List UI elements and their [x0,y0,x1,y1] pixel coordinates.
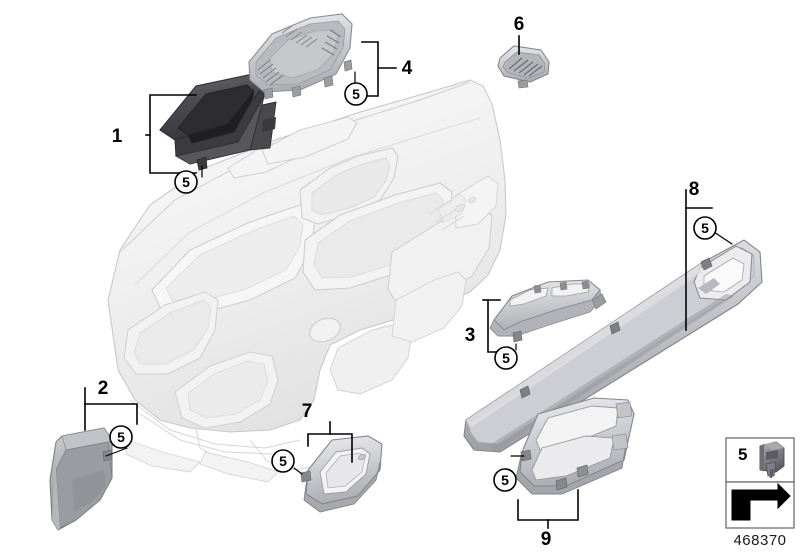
part-3-cluster-surround-trim [489,279,607,343]
clip-bubble-part3 [494,346,518,370]
legend-box: 5 468370 [725,437,795,549]
clip-bubble-part8 [693,216,717,240]
callout-9-group: 5 9 [493,455,579,550]
clip-bubble-label-2: 5 [117,429,125,445]
callout-label-3: 3 [465,325,476,346]
part-6-side-air-vent [497,45,550,89]
part-8-decorative-trim-strip [463,239,763,453]
clip-bubble-part7 [271,449,295,473]
part-1-center-console-bezel [159,73,277,171]
callout-7-group: 5 7 [271,401,353,475]
legend-clip-number: 5 [738,445,747,464]
part-9-lower-console-trim-frame [515,397,635,495]
part-2-side-end-cap [49,427,113,531]
retaining-clip-icon [759,441,785,478]
clip-bubble-label-1: 5 [182,174,190,190]
diagram-id-label: 468370 [733,532,786,549]
clip-bubble-part4 [344,82,368,106]
callout-8-group: 5 8 [685,179,733,331]
callout-label-9: 9 [541,529,552,550]
part-4-speaker-grille-panel [248,13,353,100]
callout-label-2: 2 [98,378,109,399]
callout-1-group: 5 1 [112,94,203,194]
callout-3-group: 5 3 [465,299,518,370]
clip-bubble-label-4: 5 [352,86,360,102]
clip-bubble-label-8: 5 [701,220,709,236]
clip-bubble-label-9: 5 [501,472,509,488]
clip-bubble-label-7: 5 [279,453,287,469]
callout-label-6: 6 [514,14,525,35]
callout-label-8: 8 [689,179,700,200]
clip-bubble-part2 [109,425,133,449]
callout-label-4: 4 [402,58,413,79]
direction-arrow-icon [731,482,791,521]
clip-bubble-part1 [174,170,198,194]
callout-label-1: 1 [112,126,123,147]
callout-6-group: 6 [514,14,525,55]
callout-4-group: 5 4 [344,41,413,106]
part-7-switch-bezel-trim [300,435,383,513]
callout-2-group: 5 2 [84,378,138,457]
clip-bubble-label-3: 5 [502,350,510,366]
clip-bubble-part9 [493,468,517,492]
callout-label-7: 7 [302,401,313,422]
instrument-panel-body [107,79,507,483]
